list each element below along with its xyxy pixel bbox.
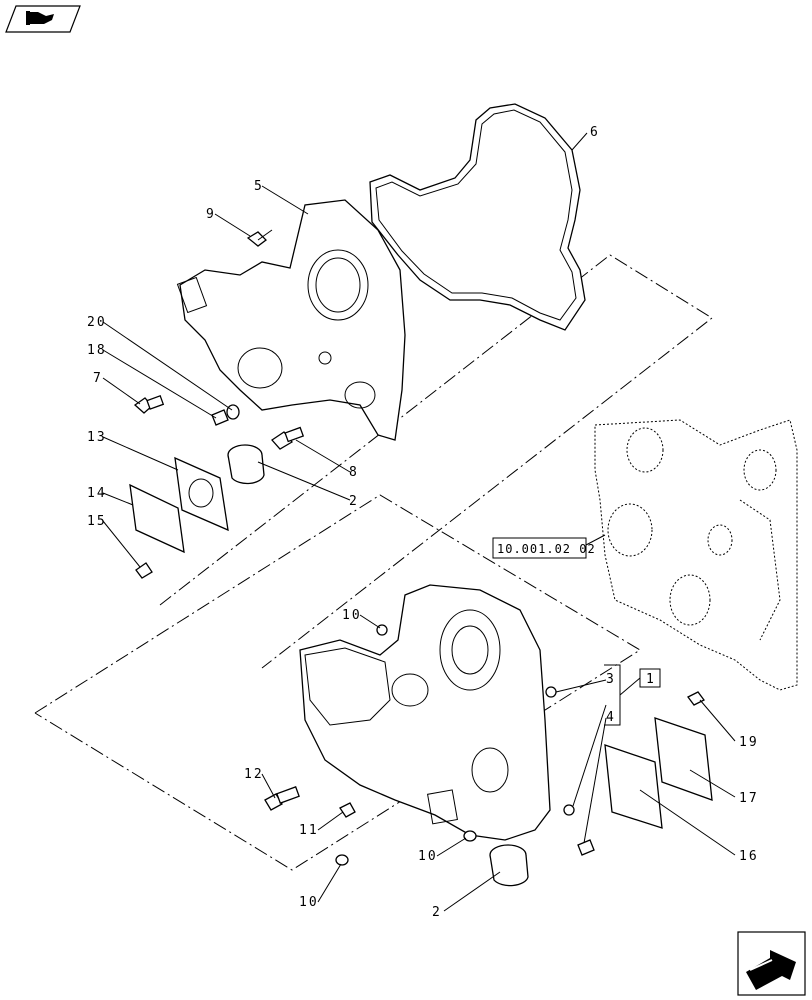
callout-6: 6 xyxy=(590,125,600,140)
callout-15: 15 xyxy=(87,514,107,529)
callout-16: 16 xyxy=(739,849,759,864)
seal-2-upper xyxy=(227,444,265,485)
reference-box-1: 1 xyxy=(639,668,661,688)
plug-4-a xyxy=(563,804,575,816)
previous-page-icon[interactable] xyxy=(5,5,81,33)
callout-labels: 20 18 7 13 14 15 9 5 6 8 2 10 3 4 19 17 … xyxy=(87,125,759,920)
bolt-15 xyxy=(135,562,153,579)
callout-13: 13 xyxy=(87,430,107,445)
seal-2-lower xyxy=(489,844,529,887)
reference-label: 10.001.02 02 xyxy=(497,542,596,556)
engine-block-reference xyxy=(594,419,798,691)
callout-12: 12 xyxy=(244,767,264,782)
plug-10-b xyxy=(463,830,477,842)
callout-9: 9 xyxy=(206,207,216,222)
callout-18: 18 xyxy=(87,343,107,358)
bolt-9 xyxy=(246,229,273,247)
gasket-16 xyxy=(604,744,663,829)
svg-text:1: 1 xyxy=(646,672,656,687)
callout-2-upper: 2 xyxy=(349,494,359,509)
assembly-plane-upper xyxy=(159,254,713,669)
next-page-icon[interactable] xyxy=(737,931,806,996)
plug-18 xyxy=(211,409,229,426)
bolt-7 xyxy=(133,395,165,414)
cover-plate-14 xyxy=(129,483,185,554)
callout-2-lower: 2 xyxy=(432,905,442,920)
assembly-plane-lower xyxy=(34,494,641,871)
callout-17: 17 xyxy=(739,791,759,806)
timing-cover-upper xyxy=(176,199,406,441)
callout-4: 4 xyxy=(606,710,616,725)
callout-14: 14 xyxy=(87,486,107,501)
plug-10-c xyxy=(335,854,349,866)
cover-plate-17 xyxy=(654,717,713,801)
plug-3 xyxy=(545,686,557,698)
callout-10-a: 10 xyxy=(342,608,362,623)
callout-19: 19 xyxy=(739,735,759,750)
callout-3: 3 xyxy=(606,672,616,687)
leader-lines xyxy=(102,132,736,912)
plug-11 xyxy=(339,802,356,818)
callout-11: 11 xyxy=(299,823,319,838)
callout-10-b: 10 xyxy=(418,849,438,864)
gasket-13 xyxy=(174,456,229,532)
callout-7: 7 xyxy=(93,371,103,386)
washer-20 xyxy=(226,404,240,420)
bolt-12 xyxy=(264,786,300,811)
reference-link[interactable]: 10.001.02 02 xyxy=(492,537,596,559)
callout-5: 5 xyxy=(254,179,264,194)
plug-4-b xyxy=(577,839,595,856)
callout-8: 8 xyxy=(349,465,359,480)
callout-20: 20 xyxy=(87,315,107,330)
timing-case-lower xyxy=(299,584,551,841)
bolt-19 xyxy=(687,691,705,706)
bolt-8 xyxy=(271,426,305,450)
callout-10-c: 10 xyxy=(299,895,319,910)
